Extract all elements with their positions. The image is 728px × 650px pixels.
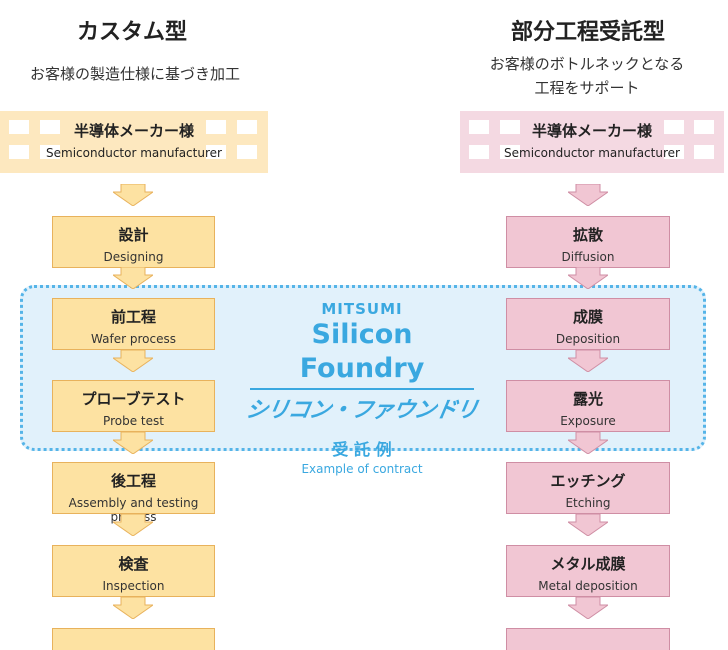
right-step-1-jp: 拡散 [572,226,603,244]
window-decoration [206,145,226,159]
window-decoration [500,145,520,159]
left-step-3-jp: プローブテスト [81,390,186,408]
down-arrow-icon [568,514,608,536]
window-decoration [40,145,60,159]
left-column-title: カスタム型 [76,20,187,45]
right-step-1-en: Diffusion [561,250,615,264]
window-decoration [237,145,257,159]
left-step-3-en: Probe test [103,414,164,428]
right-step-5: メタル成膜 Metal deposition [506,545,670,597]
window-decoration [206,120,226,134]
left-step-partial [52,628,215,650]
product-underline [250,388,474,390]
product-name: Silicon Foundry [299,319,425,384]
left-step-2-en: Wafer process [91,332,176,346]
left-banner: 半導体メーカー様 Semiconductor manufacturer [0,111,268,173]
left-step-2: 前工程 Wafer process [52,298,215,350]
right-step-5-jp: メタル成膜 [550,555,626,573]
window-decoration [40,120,60,134]
example-jp: 受 託 例 [332,440,392,459]
down-arrow-icon [113,597,153,619]
right-step-2-jp: 成膜 [572,308,603,326]
down-arrow-icon [113,267,153,289]
right-step-5-en: Metal deposition [538,579,638,593]
right-banner: 半導体メーカー様 Semiconductor manufacturer [460,111,724,173]
window-decoration [9,145,29,159]
left-step-1-jp: 設計 [118,226,149,244]
right-step-3-en: Exposure [560,414,616,428]
right-banner-jp: 半導体メーカー様 [531,122,652,140]
left-step-5-en: Inspection [102,579,165,593]
right-banner-en: Semiconductor manufacturer [504,146,680,160]
left-step-3: プローブテスト Probe test [52,380,215,432]
right-step-4-en: Etching [565,496,611,510]
right-column-title: 部分工程受託型 [510,20,665,45]
window-decoration [469,145,489,159]
left-step-1: 設計 Designing [52,216,215,268]
left-step-4-jp: 後工程 [110,472,156,490]
right-step-4-jp: エッチング [550,472,626,490]
window-decoration [664,145,684,159]
left-banner-jp: 半導体メーカー様 [73,122,194,140]
down-arrow-icon [568,597,608,619]
window-decoration [664,120,684,134]
window-decoration [694,145,714,159]
right-column-subtitle-line2: 工程をサポート [534,79,640,97]
down-arrow-icon [113,184,153,206]
brand-block: MITSUMI Silicon Foundry シリコン・ファウンドリ 受 託 … [243,300,480,476]
left-step-1-en: Designing [103,250,164,264]
window-decoration [500,120,520,134]
window-decoration [694,120,714,134]
right-step-3-jp: 露光 [572,390,603,408]
window-decoration [469,120,489,134]
right-step-1: 拡散 Diffusion [506,216,670,268]
right-step-2-en: Deposition [555,332,621,346]
left-step-5-jp: 検査 [118,555,149,573]
window-decoration [237,120,257,134]
down-arrow-icon [568,184,608,206]
left-step-4: 後工程 Assembly and testing process [52,462,215,524]
right-step-4: エッチング Etching [506,462,670,514]
right-step-2: 成膜 Deposition [506,298,670,350]
left-step-5: 検査 Inspection [52,545,215,597]
left-step-2-jp: 前工程 [110,308,156,326]
brand-name: MITSUMI [321,300,403,318]
right-step-partial [506,628,670,650]
left-column-subtitle: お客様の製造仕様に基づき加工 [29,65,240,83]
down-arrow-icon [568,267,608,289]
left-banner-en: Semiconductor manufacturer [46,146,222,160]
down-arrow-icon [113,350,153,372]
down-arrow-icon [113,514,153,536]
example-en: Example of contract [301,462,423,476]
down-arrow-icon [568,432,608,454]
down-arrow-icon [568,350,608,372]
product-kana: シリコン・ファウンドリ [243,398,480,423]
right-step-3: 露光 Exposure [506,380,670,432]
down-arrow-icon [113,432,153,454]
window-decoration [9,120,29,134]
right-column-subtitle-line1: お客様のボトルネックとなる [489,55,685,73]
